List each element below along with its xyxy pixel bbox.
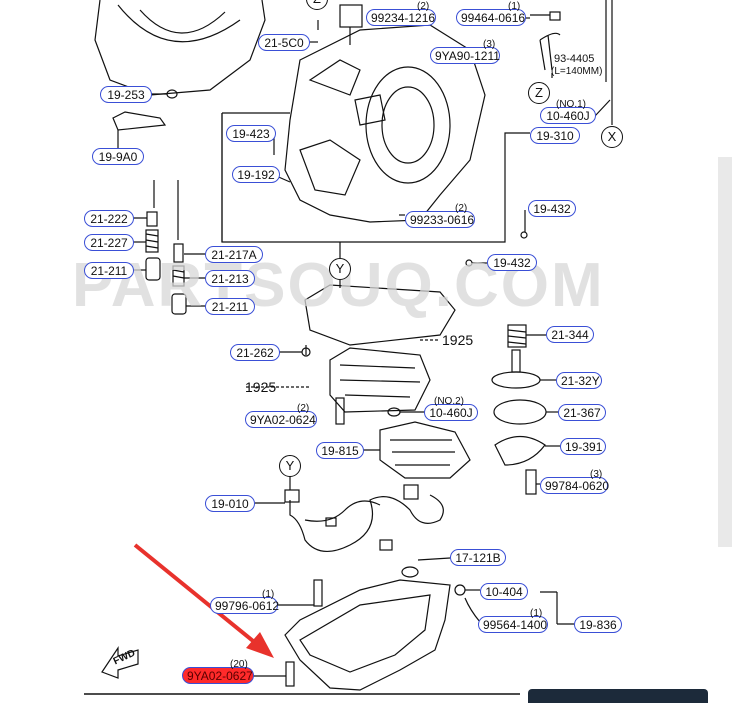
- pointer-arrow: [133, 543, 274, 658]
- label-21-367[interactable]: 21-367: [558, 404, 606, 421]
- label-19-432-mid[interactable]: 19-432: [487, 254, 537, 271]
- label-10-460j-no1[interactable]: 10-460J: [540, 107, 596, 124]
- label-99233-0616[interactable]: 99233-0616: [405, 211, 475, 228]
- label-21-211-right[interactable]: 21-211: [205, 298, 255, 315]
- label-19-010[interactable]: 19-010: [205, 495, 255, 512]
- label-19-192[interactable]: 19-192: [232, 166, 280, 183]
- label-99796-0612[interactable]: 99796-0612: [210, 597, 279, 614]
- marker-z: Z: [528, 82, 550, 104]
- label-9ya02-0624[interactable]: 9YA02-0624: [245, 411, 317, 428]
- label-19-836[interactable]: 19-836: [574, 616, 622, 633]
- label-21-213[interactable]: 21-213: [205, 270, 255, 287]
- label-9ya02-0627-highlighted[interactable]: 9YA02-0627: [182, 667, 254, 684]
- label-9ya90-1211[interactable]: 9YA90-1211: [430, 47, 500, 64]
- label-99784-0620[interactable]: 99784-0620: [540, 477, 609, 494]
- qty-9ya02-0624: (2): [297, 403, 310, 414]
- text-93-4405: 93-4405: [554, 53, 595, 65]
- qty-99796: (1): [262, 589, 275, 600]
- label-10-460j-no2[interactable]: 10-460J: [424, 404, 478, 421]
- label-21-227[interactable]: 21-227: [84, 234, 134, 251]
- marker-x: X: [601, 126, 623, 148]
- qty-99784: (3): [590, 469, 603, 480]
- label-19-423[interactable]: 19-423: [226, 125, 276, 142]
- text-1925-upper: 1925: [442, 332, 474, 348]
- text-length-140mm: (L=140MM): [551, 66, 603, 77]
- qty-99233: (2): [455, 203, 468, 214]
- label-21-32y[interactable]: 21-32Y: [556, 372, 602, 389]
- label-19-391[interactable]: 19-391: [560, 438, 606, 455]
- label-21-217a[interactable]: 21-217A: [205, 246, 263, 263]
- label-21-5c0[interactable]: 21-5C0: [258, 34, 310, 51]
- label-99564-1400[interactable]: 99564-1400: [478, 616, 548, 633]
- qty-9ya90: (3): [483, 39, 496, 50]
- label-99464-0616[interactable]: 99464-0616: [456, 9, 526, 26]
- label-99234-1216[interactable]: 99234-1216: [366, 9, 436, 26]
- label-10-404[interactable]: 10-404: [480, 583, 528, 600]
- text-1925-lower: 1925: [245, 379, 277, 395]
- qty-9ya02-0627: (20): [230, 659, 248, 670]
- label-19-815[interactable]: 19-815: [316, 442, 364, 459]
- scrollbar-track[interactable]: [718, 157, 732, 547]
- bottom-toolbar[interactable]: [528, 689, 708, 703]
- label-21-262[interactable]: 21-262: [230, 344, 280, 361]
- label-21-211-left[interactable]: 21-211: [84, 262, 134, 279]
- label-19-310[interactable]: 19-310: [530, 127, 580, 144]
- label-21-222[interactable]: 21-222: [84, 210, 134, 227]
- qty-10-460j-no2: (NO.2): [434, 396, 464, 407]
- label-17-121b[interactable]: 17-121B: [450, 549, 506, 566]
- label-19-9a0[interactable]: 19-9A0: [92, 148, 144, 165]
- label-19-432-right[interactable]: 19-432: [528, 200, 576, 217]
- marker-y-upper: Y: [329, 258, 351, 280]
- qty-99564: (1): [530, 608, 543, 619]
- marker-y-lower: Y: [279, 455, 301, 477]
- qty-99234: (2): [417, 1, 430, 12]
- label-21-344[interactable]: 21-344: [546, 326, 594, 343]
- qty-99464: (1): [508, 1, 521, 12]
- qty-10-460j-no1: (NO.1): [556, 99, 586, 110]
- label-19-253[interactable]: 19-253: [100, 86, 152, 103]
